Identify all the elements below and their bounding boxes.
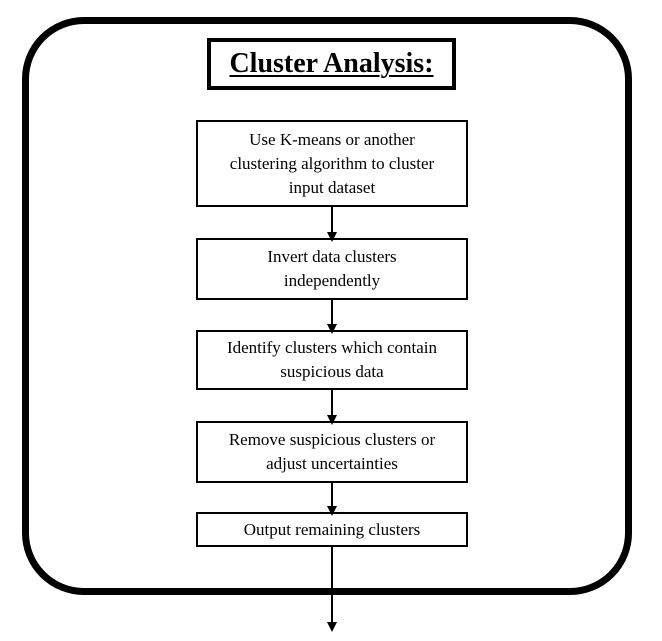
- step-box-identify: Identify clusters which contain suspicio…: [196, 330, 468, 390]
- step-box-kmeans: Use K-means or another clustering algori…: [196, 120, 468, 207]
- step-box-remove: Remove suspicious clusters or adjust unc…: [196, 421, 468, 483]
- step-label: Output remaining clusters: [243, 519, 421, 539]
- step-label: Remove suspicious clusters or adjust unc…: [228, 430, 436, 473]
- step-box-invert: Invert data clusters independently: [196, 238, 468, 300]
- step-label: Identify clusters which contain suspicio…: [226, 338, 438, 381]
- diagram-frame: [22, 17, 632, 595]
- step-label: Use K-means or another clustering algori…: [229, 129, 435, 197]
- step-label: Invert data clusters independently: [267, 247, 397, 290]
- step-box-output: Output remaining clusters: [196, 512, 468, 547]
- title-box: Cluster Analysis:: [207, 38, 456, 90]
- diagram-title: Cluster Analysis:: [229, 48, 434, 79]
